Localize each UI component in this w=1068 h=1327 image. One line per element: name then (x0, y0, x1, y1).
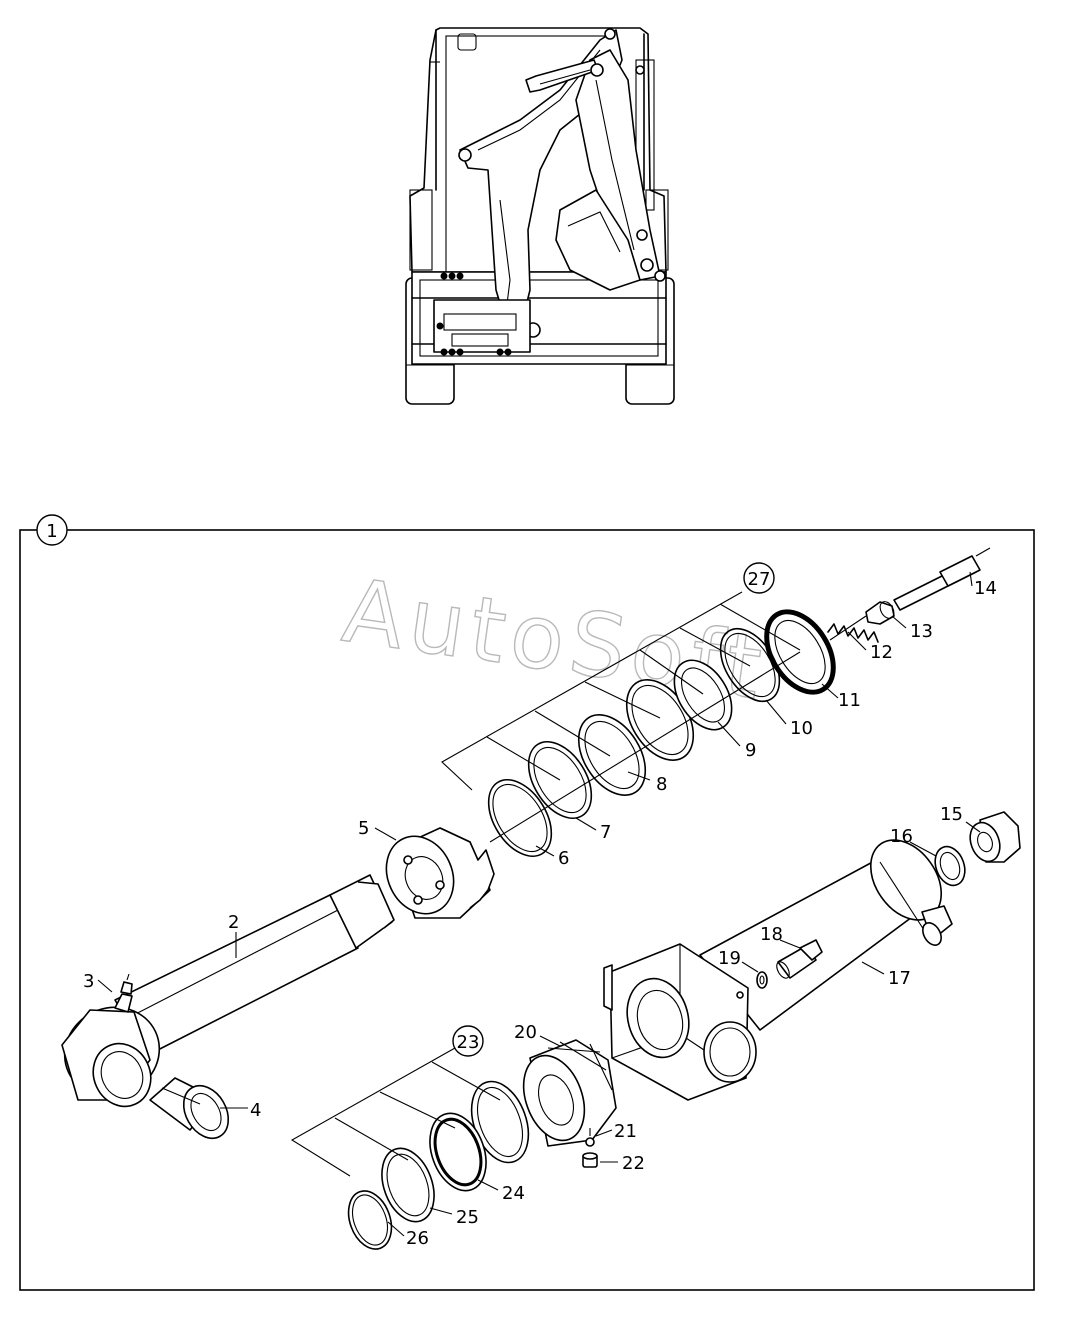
callout-5[interactable]: 5 (358, 818, 369, 839)
adapter-fitting-part (776, 939, 823, 979)
kit-23-bracket (290, 1025, 501, 1177)
callout-16[interactable]: 16 (890, 826, 913, 847)
kit-callout-27[interactable]: 27 (748, 569, 771, 590)
group-frame: 1 (19, 514, 1035, 1291)
spring-part (827, 615, 879, 643)
exploded-parts-illustration (61, 547, 1021, 1250)
stop-rod-part (893, 547, 991, 611)
bushing-part (149, 1077, 230, 1140)
callout-20[interactable]: 20 (514, 1022, 537, 1043)
small-o-ring-part (756, 971, 768, 989)
callout-14[interactable]: 14 (974, 578, 997, 599)
callout-11[interactable]: 11 (838, 690, 861, 711)
callout-17[interactable]: 17 (888, 968, 911, 989)
valve-fitting-part (865, 601, 895, 625)
callout-4[interactable]: 4 (250, 1100, 261, 1121)
callout-6[interactable]: 6 (558, 848, 569, 869)
callout-3[interactable]: 3 (83, 971, 94, 992)
leader-lines (97, 571, 981, 1237)
callout-19[interactable]: 19 (718, 948, 741, 969)
piston-seal-parts (347, 1080, 530, 1250)
cylinder-head-part (385, 827, 495, 919)
kit-27-bracket (441, 562, 801, 791)
piston-part (522, 1039, 617, 1147)
callout-21[interactable]: 21 (614, 1121, 637, 1142)
piston-rod-part (61, 874, 395, 1108)
callout-10[interactable]: 10 (790, 718, 813, 739)
callout-26[interactable]: 26 (406, 1228, 429, 1249)
kit-callout-23[interactable]: 23 (457, 1032, 480, 1053)
machine-overview-illustration (405, 27, 675, 405)
callout-18[interactable]: 18 (760, 924, 783, 945)
callout-15[interactable]: 15 (940, 804, 963, 825)
check-ball-part (585, 1128, 595, 1147)
set-screw-part (582, 1152, 598, 1168)
callout-8[interactable]: 8 (656, 774, 667, 795)
callout-labels: 27 23 2 3 4 5 6 7 8 9 10 11 12 13 14 15 … (83, 569, 997, 1249)
group-number-label: 1 (46, 521, 57, 542)
callout-22[interactable]: 22 (622, 1153, 645, 1174)
callout-13[interactable]: 13 (910, 621, 933, 642)
callout-9[interactable]: 9 (745, 740, 756, 761)
seal-ring-parts (487, 609, 836, 857)
o-ring-part (934, 845, 966, 887)
callout-2[interactable]: 2 (228, 912, 239, 933)
plug-part (969, 811, 1021, 863)
callout-24[interactable]: 24 (502, 1183, 525, 1204)
callout-7[interactable]: 7 (600, 822, 611, 843)
callout-25[interactable]: 25 (456, 1207, 479, 1228)
callout-12[interactable]: 12 (870, 642, 893, 663)
grease-fitting-part (114, 973, 133, 1013)
